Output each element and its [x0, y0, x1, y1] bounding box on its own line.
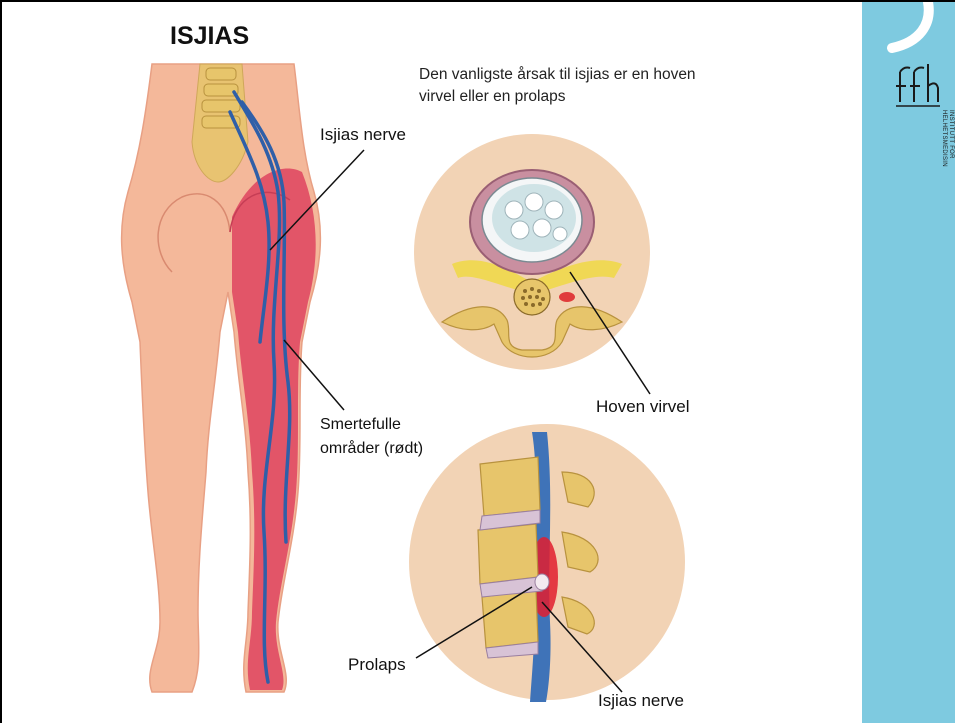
label-prolapse: Prolaps	[348, 654, 406, 676]
label-painful-areas-line2: områder (rødt)	[320, 438, 423, 460]
label-painful-areas-line1: Smertefulle	[320, 414, 401, 436]
sciatica-illustration	[2, 2, 862, 723]
label-swollen-vertebra: Hoven virvel	[596, 396, 690, 418]
logo-text: INSTITUTT FOR HELHETSMEDISIN	[940, 110, 954, 167]
body-illustration	[122, 64, 321, 692]
label-sciatic-nerve-top: Isjias nerve	[320, 124, 406, 146]
prolapse-figure	[409, 424, 685, 702]
swollen-vertebra-figure	[414, 134, 650, 394]
label-sciatic-nerve-bottom: Isjias nerve	[598, 690, 684, 712]
